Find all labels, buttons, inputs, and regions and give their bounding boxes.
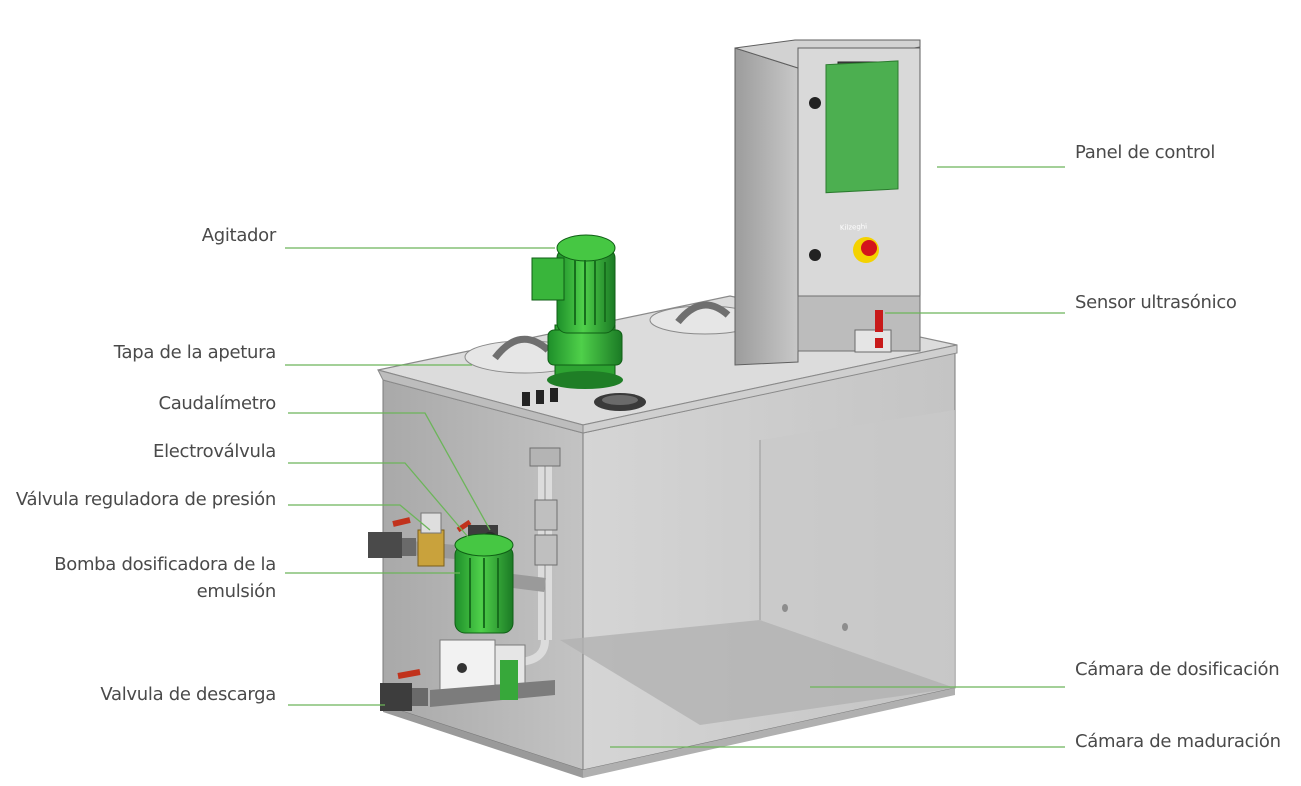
leader-valvula-reguladora xyxy=(288,504,431,531)
panel-logo: Kilzeghi xyxy=(840,223,868,232)
leader-lines xyxy=(285,166,1065,748)
label-camara-dosificacion: Cámara de dosificación xyxy=(1075,659,1280,680)
label-bomba-line1: Bomba dosificadora de la xyxy=(54,554,276,575)
label-caudalimetro: Caudalímetro xyxy=(158,393,276,414)
leader-caudalimetro xyxy=(288,412,491,531)
label-tapa-apertura: Tapa de la apetura xyxy=(113,342,277,363)
discharge-valve xyxy=(380,669,428,711)
selector-knob-top xyxy=(809,97,821,109)
label-bomba-dosificadora: Bomba dosificadora de la emulsión xyxy=(54,551,276,605)
inlet-valve xyxy=(368,517,416,558)
control-cabinet: Kilzeghi xyxy=(734,39,921,366)
label-agitador: Agitador xyxy=(201,225,277,246)
leader-electrovalvula xyxy=(288,462,469,538)
label-panel-control: Panel de control xyxy=(1075,142,1216,163)
panel-schematic-plate xyxy=(825,60,899,194)
lid-fittings xyxy=(522,388,646,411)
inner-chamber xyxy=(560,620,955,725)
ultrasonic-sensor xyxy=(854,310,892,353)
label-electrovalvula: Electroválvula xyxy=(153,441,276,462)
selector-knob-bottom xyxy=(809,249,821,261)
label-camara-maduracion: Cámara de maduración xyxy=(1075,731,1281,752)
dosing-pump xyxy=(430,533,555,707)
pressure-regulator-valve xyxy=(417,512,472,567)
label-valvula-reguladora: Válvula reguladora de presión xyxy=(15,489,276,510)
label-valvula-descarga: Valvula de descarga xyxy=(100,684,276,705)
label-bomba-line2: emulsión xyxy=(196,581,277,602)
agitator-motor xyxy=(531,234,623,389)
label-sensor-ultrasonico: Sensor ultrasónico xyxy=(1075,292,1237,313)
